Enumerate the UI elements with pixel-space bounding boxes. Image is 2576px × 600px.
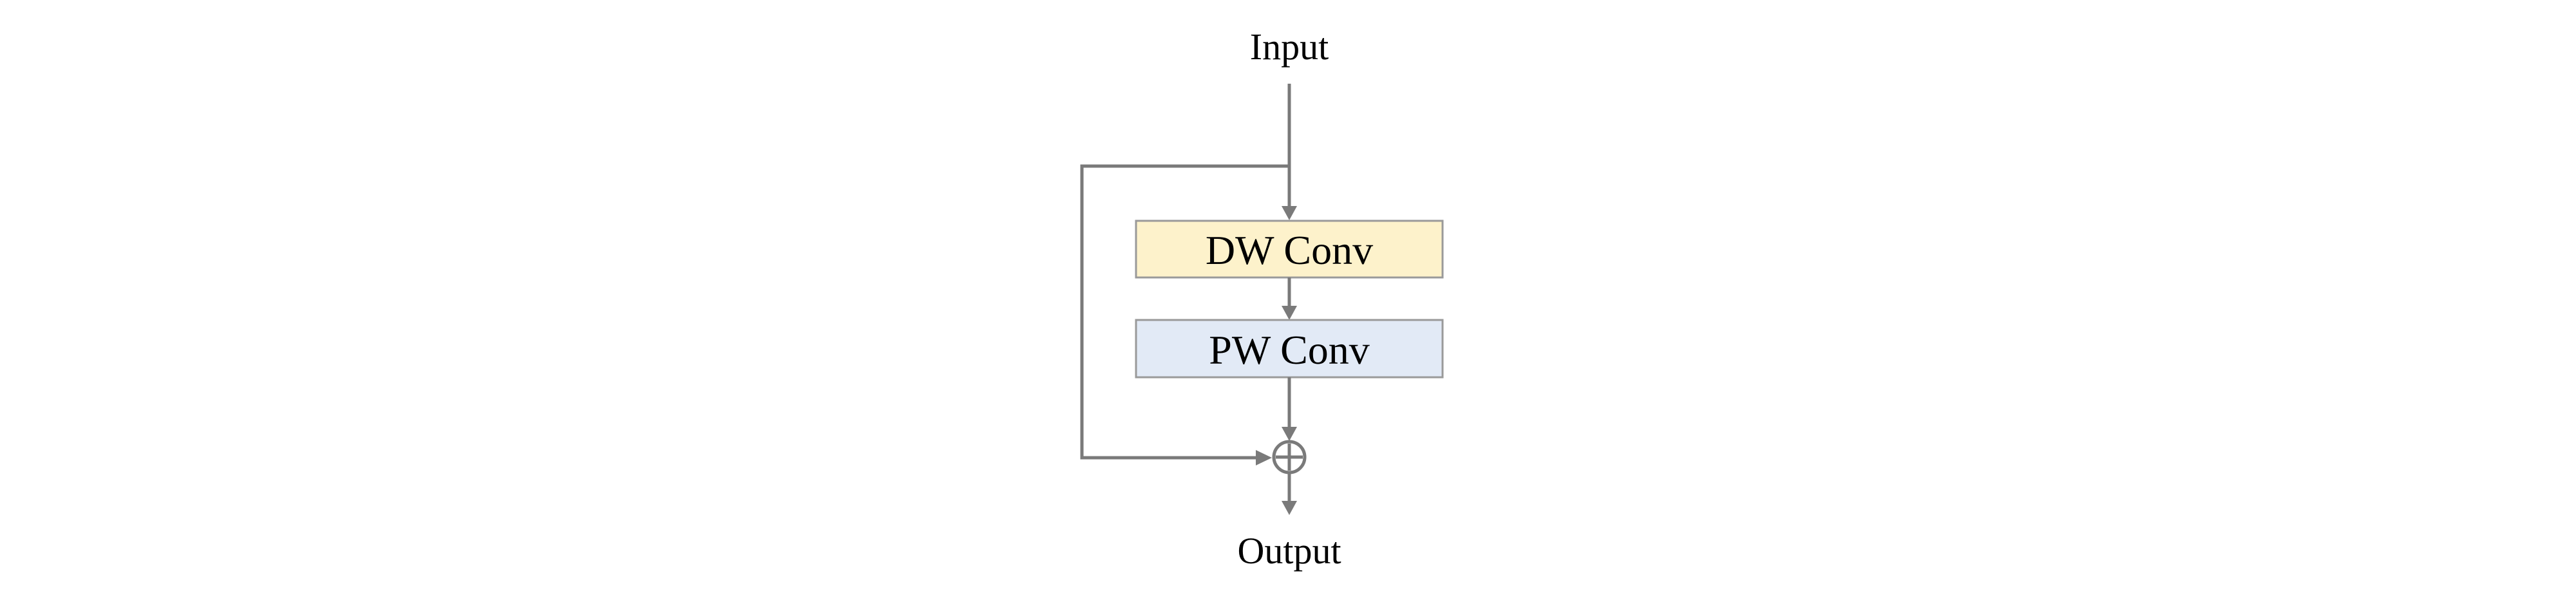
pwconv-to-add-arrowhead — [1282, 427, 1297, 441]
add-node-icon — [1272, 440, 1307, 474]
dwconv-to-pwconv-arrowhead — [1282, 306, 1297, 320]
input-to-dwconv-arrowhead — [1282, 206, 1297, 220]
add-to-output-arrowhead — [1282, 501, 1297, 515]
skip-connection-arrowhead — [1256, 450, 1272, 465]
output-label: Output — [1237, 530, 1341, 572]
skip-connection-line — [1080, 164, 1289, 460]
input-label: Input — [1250, 26, 1329, 68]
dw-conv-label: DW Conv — [1206, 227, 1373, 273]
pw-conv-box — [1135, 319, 1444, 379]
pw-conv-label: PW Conv — [1209, 327, 1370, 373]
